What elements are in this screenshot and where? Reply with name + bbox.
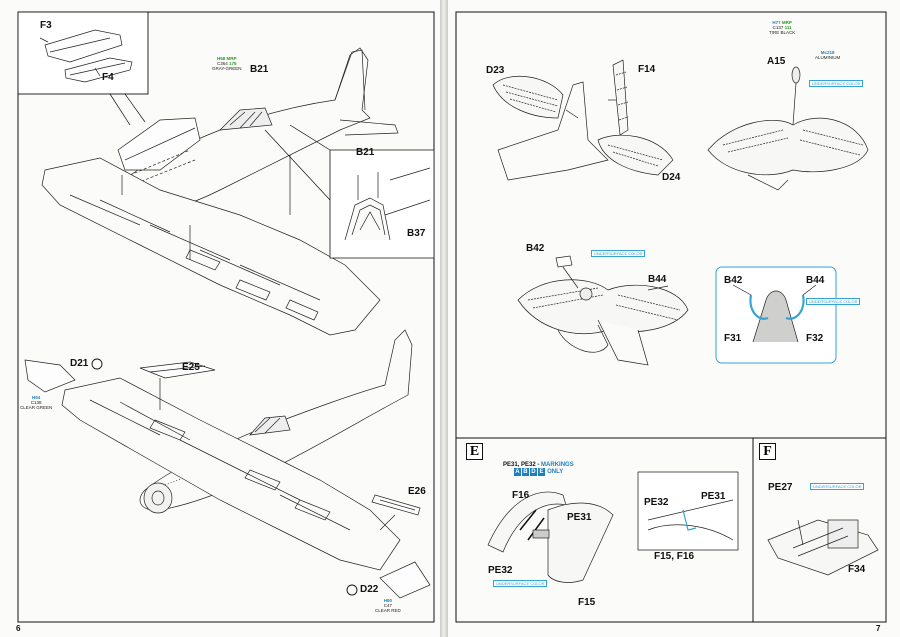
section-e-illustration <box>487 471 739 583</box>
part-label-f15: F15 <box>578 597 596 608</box>
tailwheel-illustration <box>707 66 869 191</box>
part-label-pe31-detail: PE31 <box>701 491 726 502</box>
part-label-b44: B44 <box>648 274 667 285</box>
tail-assembly-illustration <box>492 59 674 181</box>
note-undersurface-f: UNDERSURFACE COLOR <box>810 483 865 490</box>
part-label-pe32: PE32 <box>488 565 513 576</box>
lower-aircraft-illustration <box>24 329 431 599</box>
canopy-fitting-illustration <box>517 255 689 366</box>
page-number-right: 7 <box>876 624 881 633</box>
part-label-d21: D21 <box>70 358 89 369</box>
part-label-pe32-detail: PE32 <box>644 497 669 508</box>
part-label-e25: E25 <box>182 362 200 373</box>
instruction-page-right: D23 F14 D24 A15 B42 B44 B42 B44 F31 F32 … <box>448 0 900 637</box>
part-label-d24: D24 <box>662 172 681 183</box>
note-undersurface-e: UNDERSURFACE COLOR <box>493 580 548 587</box>
part-label-a15: A15 <box>767 56 786 67</box>
part-label-f4: F4 <box>102 72 114 83</box>
section-e-badge: E <box>466 443 483 460</box>
part-label-f32: F32 <box>806 333 824 344</box>
section-f-badge: F <box>759 443 776 460</box>
right-page-drawing <box>455 11 887 623</box>
section-f-illustration <box>767 519 879 576</box>
part-label-b42-detail: B42 <box>724 275 743 286</box>
part-label-pe27: PE27 <box>768 482 793 493</box>
part-label-f15-f16: F15, F16 <box>654 551 695 562</box>
page-number-left: 6 <box>16 624 21 633</box>
part-label-pe31: PE31 <box>567 512 592 523</box>
book-gutter <box>440 0 448 637</box>
instruction-page-left: F3 F4 B21 B21 B37 D21 E25 E26 D22 H58 MR… <box>0 0 440 637</box>
paint-callout-clear-red: H90 C47 CLEAR RED <box>375 598 401 613</box>
paint-callout-clear-green: H94 C138 CLEAR GREEN <box>20 395 53 410</box>
part-label-f3: F3 <box>40 20 52 31</box>
part-label-f14: F14 <box>638 64 656 75</box>
note-undersurface-a15: UNDERSURFACE COLOR <box>809 80 864 87</box>
part-label-b42: B42 <box>526 243 545 254</box>
part-label-b37: B37 <box>407 228 426 239</box>
paint-callout-tire-black: H77 MRP C137 111 TIRE BLACK <box>769 20 796 35</box>
paint-callout-gray-green: H58 MRP C364 175 GRAY-GREEN <box>212 56 242 71</box>
part-label-f16: F16 <box>512 490 530 501</box>
part-label-b44-detail: B44 <box>806 275 825 286</box>
part-label-d23: D23 <box>486 65 505 76</box>
upper-aircraft-illustration <box>41 47 399 336</box>
part-label-b21: B21 <box>250 64 269 75</box>
part-label-f34: F34 <box>848 564 866 575</box>
part-label-d22: D22 <box>360 584 379 595</box>
part-label-f31: F31 <box>724 333 742 344</box>
part-label-e26: E26 <box>408 486 426 497</box>
note-undersurface-b42: UNDERSURFACE COLOR <box>591 250 646 257</box>
paint-callout-aluminium: Mc218 ALUMINIUM <box>815 50 841 60</box>
part-label-b21-detail: B21 <box>356 147 375 158</box>
note-undersurface-detail: UNDERSURFACE COLOR <box>806 298 861 305</box>
left-page-drawing <box>17 11 435 623</box>
